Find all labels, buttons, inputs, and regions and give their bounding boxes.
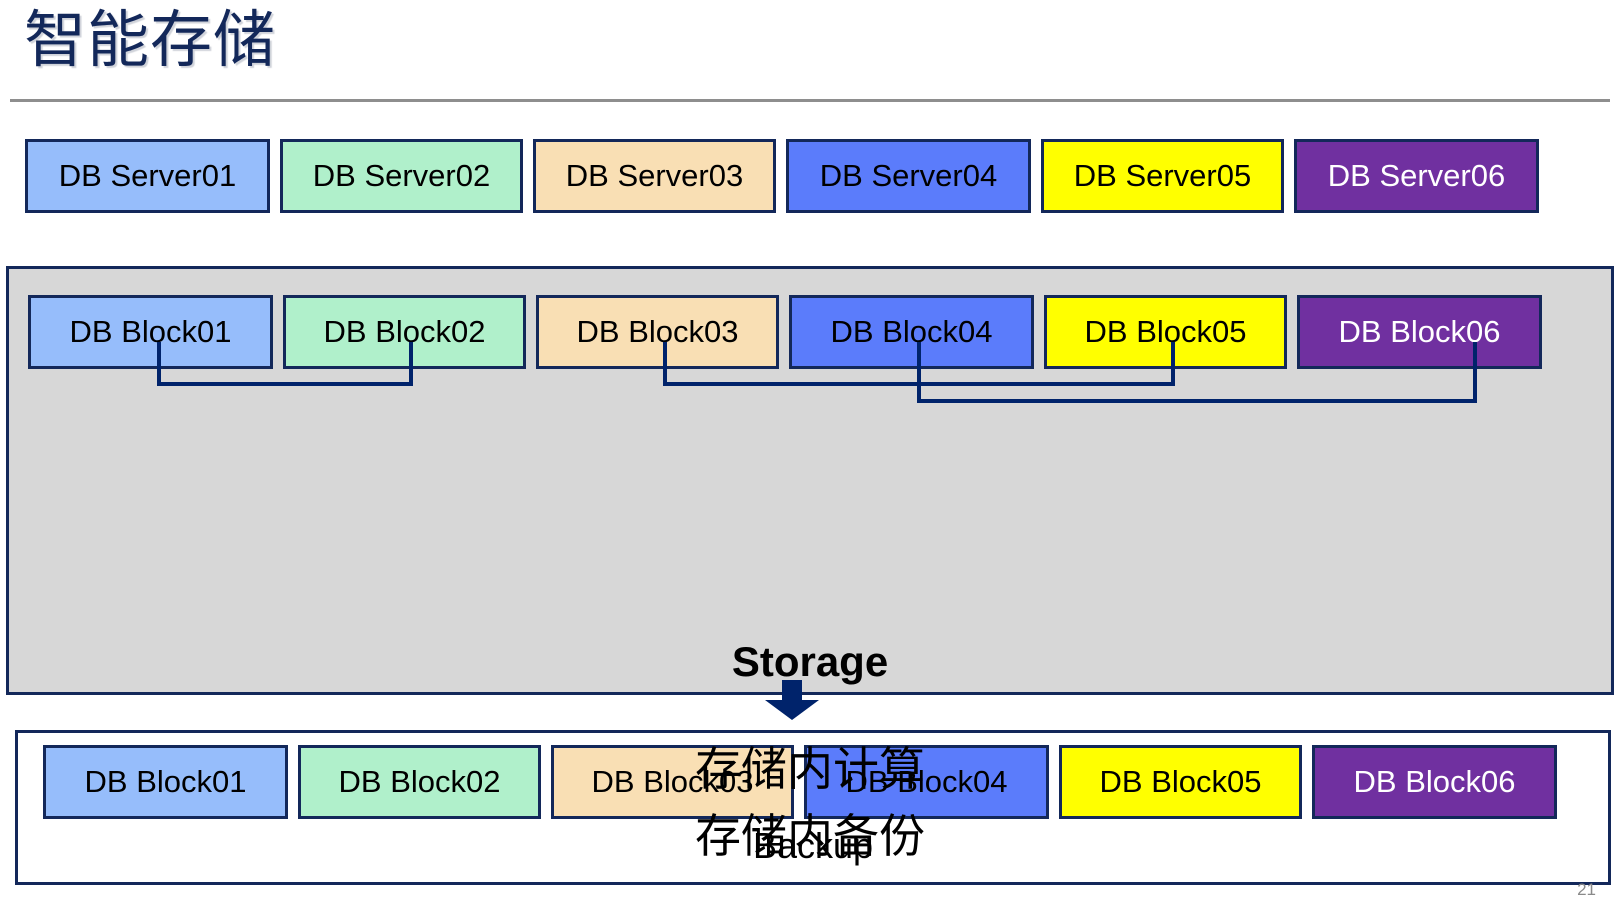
db-block-box-label: DB Block04 [830, 314, 993, 349]
backup-block-box-1[interactable]: DB Block01 [43, 745, 288, 819]
storage-label: Storage [731, 638, 889, 685]
db-block-box-label: DB Block05 [1084, 314, 1247, 349]
backup-block-box-5[interactable]: DB Block05 [1059, 745, 1302, 819]
db-server-box-label: DB Server05 [1073, 158, 1252, 193]
connector-block03-drop [663, 342, 667, 386]
backup-block-box-3[interactable]: DB Block03 [551, 745, 794, 819]
backup-block-box-2[interactable]: DB Block02 [298, 745, 541, 819]
connector-block06-drop [1473, 342, 1477, 403]
backup-block-box-label: DB Block05 [1099, 764, 1262, 799]
db-block-box-label: DB Block03 [576, 314, 739, 349]
db-server-box-5[interactable]: DB Server05 [1041, 139, 1284, 213]
db-block-box-label: DB Block02 [323, 314, 486, 349]
db-server-row: DB Server01 DB Server02 DB Server03 DB Serv… [0, 139, 1620, 213]
db-server-box-6[interactable]: DB Server06 [1294, 139, 1539, 213]
db-server-box-label: DB Server06 [1327, 158, 1506, 193]
connector-block04-drop [917, 342, 921, 403]
backup-block-box-label: DB Block03 [591, 764, 754, 799]
page-title: 智能存储 [24, 6, 277, 75]
page-number: 21 [1577, 880, 1596, 899]
connector-bar-group-c [917, 399, 1477, 403]
backup-block-box-4[interactable]: DB Block04 [804, 745, 1049, 819]
db-server-box-label: DB Server01 [58, 158, 237, 193]
backup-block-box-label: DB Block02 [338, 764, 501, 799]
db-server-box-label: DB Server02 [312, 158, 491, 193]
db-block-box-4[interactable]: DB Block04 [789, 295, 1034, 369]
backup-block-box-label: DB Block01 [84, 764, 247, 799]
backup-block-row: DB Block01 DB Block02 DB Block03 DB Block04… [6, 745, 1620, 819]
backup-label: Backup [752, 825, 874, 866]
down-arrow-icon [765, 680, 819, 720]
storage-container: DB Block01 DB Block02 DB Block03 DB Block04… [6, 266, 1614, 885]
db-server-box-4[interactable]: DB Server04 [786, 139, 1031, 213]
db-block-row: DB Block01 DB Block02 DB Block03 DB Block04… [3, 295, 1620, 369]
db-server-box-3[interactable]: DB Server03 [533, 139, 776, 213]
backup-block-box-label: DB Block06 [1353, 764, 1516, 799]
db-server-box-label: DB Server03 [565, 158, 744, 193]
caption-block: 存储内计算 存储内备份 [0, 736, 1620, 869]
backup-block-box-6[interactable]: DB Block06 [1312, 745, 1557, 819]
db-block-box-1[interactable]: DB Block01 [28, 295, 273, 369]
db-server-box-1[interactable]: DB Server01 [25, 139, 270, 213]
db-server-box-2[interactable]: DB Server02 [280, 139, 523, 213]
db-block-box-label: DB Block01 [69, 314, 232, 349]
caption-line-1: 存储内计算 [695, 743, 925, 795]
backup-block-box-label: DB Block04 [845, 764, 1008, 799]
backup-panel: DB Block01 DB Block02 DB Block03 DB Block04… [15, 730, 1611, 885]
connector-bar-group-a [157, 382, 413, 386]
caption-line-2: 存储内备份 [695, 809, 925, 862]
db-block-box-6[interactable]: DB Block06 [1297, 295, 1542, 369]
db-block-box-5[interactable]: DB Block05 [1044, 295, 1287, 369]
connector-block05-drop [1171, 342, 1175, 386]
title-divider [10, 99, 1610, 102]
db-server-box-label: DB Server04 [819, 158, 998, 193]
db-block-box-3[interactable]: DB Block03 [536, 295, 779, 369]
connector-block01-drop [157, 342, 161, 386]
db-block-box-2[interactable]: DB Block02 [283, 295, 526, 369]
connector-block02-drop [409, 342, 413, 386]
